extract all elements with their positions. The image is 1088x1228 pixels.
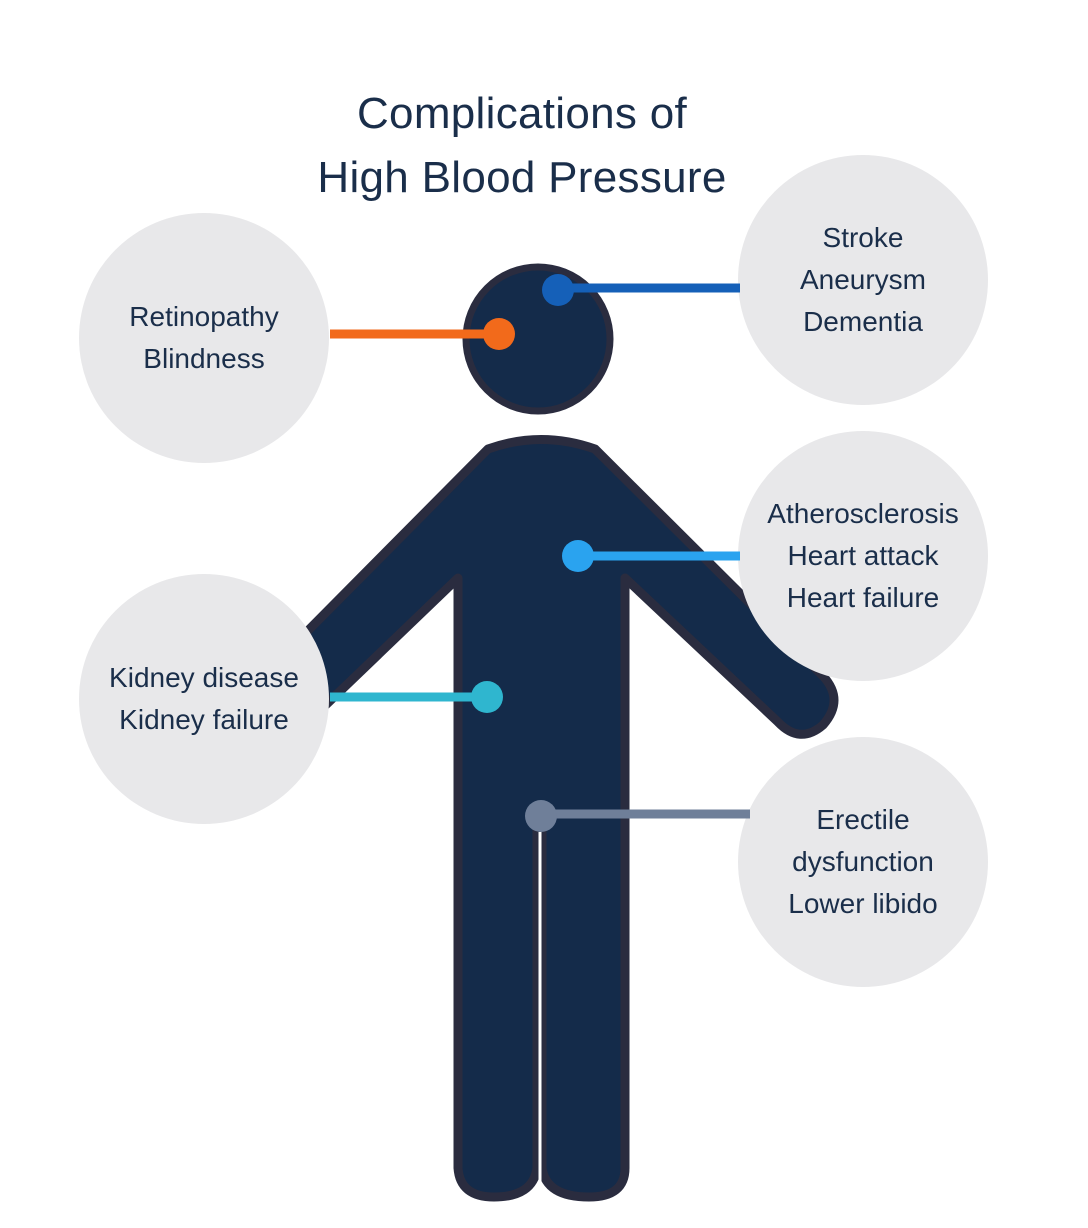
heart-bubble <box>738 431 988 681</box>
eyes-complication-retinopathy: Retinopathy <box>129 301 279 332</box>
kidney-callout: Kidney disease Kidney failure <box>79 574 329 824</box>
sexual-complication-erectile: Erectile <box>816 804 910 835</box>
kidney-bubble <box>79 574 329 824</box>
brain-marker <box>542 274 574 306</box>
eyes-callout: Retinopathy Blindness <box>79 213 329 463</box>
sexual-health-callout: Erectile dysfunction Lower libido <box>738 737 988 987</box>
heart-complication-atherosclerosis: Atherosclerosis <box>767 498 959 529</box>
title-line-2: High Blood Pressure <box>317 153 727 202</box>
heart-complication-heart-attack: Heart attack <box>787 540 939 571</box>
heart-complication-heart-failure: Heart failure <box>786 582 940 613</box>
brain-complication-aneurysm: Aneurysm <box>799 264 927 295</box>
title-line-1: Complications of <box>356 89 688 138</box>
eyes-bubble <box>79 213 329 463</box>
kidney-complication-disease: Kidney disease <box>109 662 299 693</box>
brain-complication-dementia: Dementia <box>803 306 923 337</box>
human-head <box>462 263 614 415</box>
sexual-health-marker <box>525 800 557 832</box>
heart-callout: Atherosclerosis Heart attack Heart failu… <box>738 431 988 681</box>
kidney-marker <box>471 681 503 713</box>
brain-complication-stroke: Stroke <box>822 222 904 253</box>
eyes-complication-blindness: Blindness <box>143 343 265 374</box>
sexual-health-bubble <box>738 737 988 987</box>
eyes-marker <box>483 318 515 350</box>
brain-bubble <box>738 155 988 405</box>
heart-marker <box>562 540 594 572</box>
sexual-complication-dysfunction: dysfunction <box>792 846 934 877</box>
kidney-complication-failure: Kidney failure <box>119 704 289 735</box>
sexual-complication-lower-libido: Lower libido <box>788 888 938 919</box>
brain-callout: Stroke Aneurysm Dementia <box>738 155 988 405</box>
